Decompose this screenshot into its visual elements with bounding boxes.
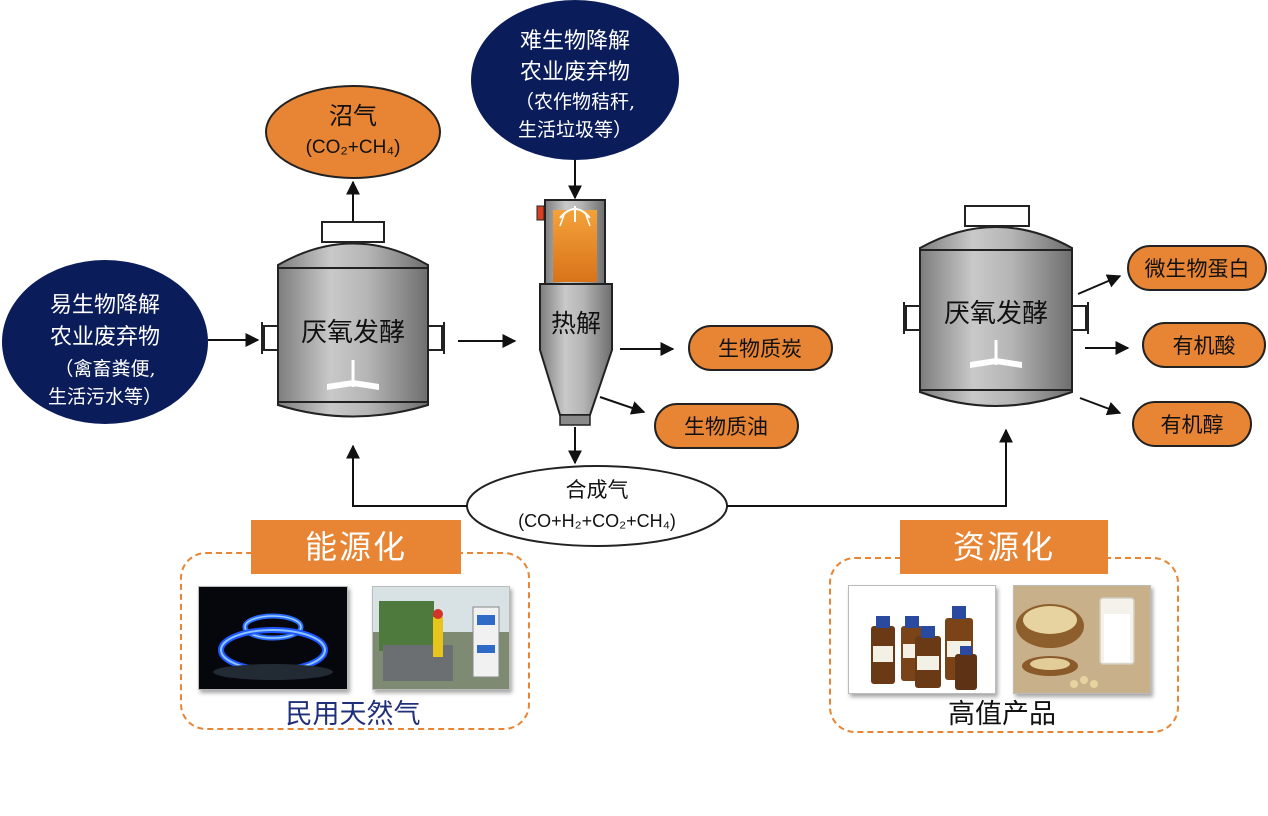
arrow-to-organic-alcohol xyxy=(1079,397,1122,416)
input-easy-biodegradable: 易生物降解 农业废弃物 （禽畜粪便, 生活污水等） xyxy=(2,260,208,424)
pyrolysis-reactor: 热解 xyxy=(536,199,613,426)
input-hard-line-3: （农作物秸秆, xyxy=(515,91,635,113)
arrow-syngas-to-right-reactor xyxy=(727,428,1013,507)
pyrolysis-label: 热解 xyxy=(551,309,601,338)
product-organic-acid: 有机酸 xyxy=(1142,322,1266,368)
product-organic-alcohol-label: 有机醇 xyxy=(1161,413,1224,437)
input-easy-line-2: 农业废弃物 xyxy=(50,325,160,350)
cng-refuel-photo xyxy=(372,586,510,690)
product-biochar: 生物质炭 xyxy=(688,325,833,371)
syngas-node: 合成气 (CO+H₂+CO₂+CH₄) xyxy=(466,465,728,547)
biogas-title: 沼气 xyxy=(329,102,377,130)
gas-stove-photo xyxy=(198,586,348,690)
input-easy-line-3: （禽畜粪便, xyxy=(54,358,155,380)
input-hard-line-2: 农业废弃物 xyxy=(520,60,630,85)
product-bio-oil-label: 生物质油 xyxy=(684,415,768,439)
anaerobic-reactor-right: 厌氧发酵 xyxy=(903,205,1089,407)
product-microbial-protein: 微生物蛋白 xyxy=(1127,245,1267,291)
input-easy-line-4: 生活污水等） xyxy=(48,386,162,408)
resource-caption: 高值产品 xyxy=(948,699,1056,730)
resource-banner: 资源化 xyxy=(900,520,1108,574)
biogas-node: 沼气 (CO₂+CH₄) xyxy=(265,85,441,179)
input-easy-line-1: 易生物降解 xyxy=(50,293,160,318)
input-hard-biodegradable: 难生物降解 农业废弃物 （农作物秸秆, 生活垃圾等） xyxy=(471,0,679,160)
syngas-formula: (CO+H₂+CO₂+CH₄) xyxy=(518,511,676,531)
arrow-to-microbial-protein xyxy=(1077,274,1122,295)
biogas-formula: (CO₂+CH₄) xyxy=(306,137,401,158)
arrow-syngas-to-left-reactor xyxy=(346,444,467,507)
syngas-title: 合成气 xyxy=(566,478,629,502)
arrow-pyrolysis-to-bio-oil xyxy=(599,396,646,415)
input-hard-line-1: 难生物降解 xyxy=(520,29,630,54)
soy-milk-photo xyxy=(1013,585,1151,694)
product-organic-alcohol: 有机醇 xyxy=(1132,401,1252,447)
input-hard-line-4: 生活垃圾等） xyxy=(518,119,632,141)
product-organic-acid-label: 有机酸 xyxy=(1173,334,1236,358)
reagent-bottles-photo xyxy=(848,585,996,694)
reactor-left-label: 厌氧发酵 xyxy=(301,318,405,348)
product-microbial-protein-label: 微生物蛋白 xyxy=(1145,257,1250,281)
energy-banner: 能源化 xyxy=(251,520,461,574)
energy-caption: 民用天然气 xyxy=(285,699,421,730)
product-biochar-label: 生物质炭 xyxy=(718,337,802,361)
reactor-right-label: 厌氧发酵 xyxy=(944,299,1048,329)
anaerobic-reactor-left: 厌氧发酵 xyxy=(261,221,445,418)
product-bio-oil: 生物质油 xyxy=(654,403,799,449)
